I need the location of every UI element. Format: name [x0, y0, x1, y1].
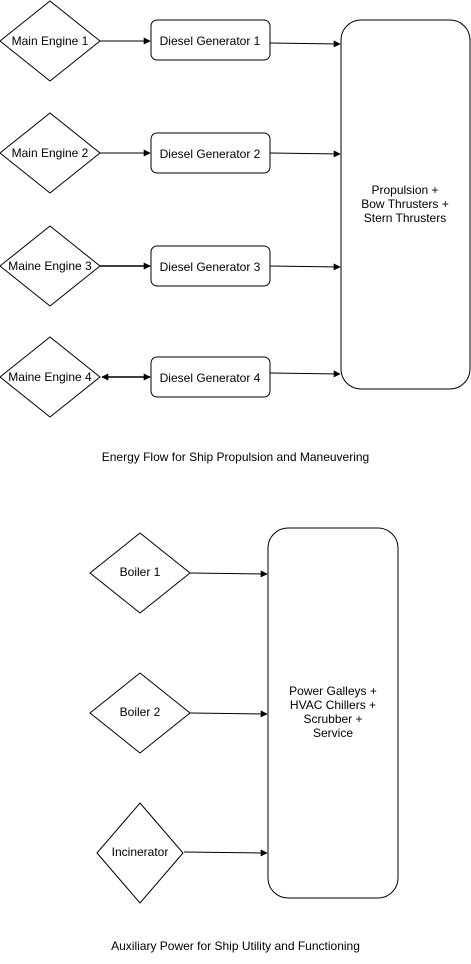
diesel-generator-2-label: Diesel Generator 2 [160, 147, 261, 161]
diesel-generator-3-label: Diesel Generator 3 [160, 260, 261, 274]
diesel-generator-2-node: Diesel Generator 2 [150, 132, 271, 174]
propulsion-caption: Energy Flow for Ship Propulsion and Mane… [101, 450, 370, 464]
propulsion-target-line-1: Propulsion + [371, 183, 438, 197]
main-engine-2-node: Main Engine 2 [0, 112, 101, 194]
boiler-1-label: Boiler 1 [120, 565, 161, 579]
arrow-generator-1-to-propulsion [269, 40, 341, 48]
auxiliary-target-line-2: HVAC Chillers + [290, 698, 376, 712]
diesel-generator-3-node: Diesel Generator 3 [150, 245, 271, 287]
propulsion-target-node: Propulsion + Bow Thrusters + Stern Thrus… [340, 19, 471, 390]
propulsion-target-line-2: Bow Thrusters + [361, 197, 448, 211]
arrow-generator-4-to-propulsion [269, 370, 341, 378]
incinerator-label: Incinerator [112, 845, 169, 859]
diesel-generator-4-label: Diesel Generator 4 [160, 371, 261, 385]
auxiliary-target-node: Power Galleys + HVAC Chillers + Scrubber… [267, 527, 399, 899]
arrow-boiler-1-to-services [189, 570, 268, 578]
incinerator-node: Incinerator [96, 802, 184, 904]
auxiliary-target-line-3: Scrubber + [303, 712, 362, 726]
boiler-2-label: Boiler 2 [120, 705, 161, 719]
arrow-boiler-2-to-services [189, 710, 268, 718]
propulsion-target-line-3: Stern Thrusters [364, 211, 446, 225]
diesel-generator-4-node: Diesel Generator 4 [150, 356, 271, 398]
main-engine-1-node: Main Engine 1 [0, 0, 101, 82]
boiler-2-node: Boiler 2 [89, 672, 191, 754]
auxiliary-target-line-4: Service [313, 726, 353, 740]
arrow-incinerator-to-services [183, 849, 268, 857]
main-engine-4-node: Maine Engine 4 [0, 336, 101, 418]
arrow-generator-3-to-propulsion [269, 263, 341, 271]
main-engine-4-label: Maine Engine 4 [8, 370, 92, 384]
diesel-generator-1-node: Diesel Generator 1 [150, 19, 271, 61]
auxiliary-caption: Auxiliary Power for Ship Utility and Fun… [111, 939, 360, 953]
main-engine-2-label: Main Engine 2 [12, 146, 89, 160]
main-engine-1-label: Main Engine 1 [12, 34, 89, 48]
boiler-1-node: Boiler 1 [89, 532, 191, 614]
auxiliary-target-line-1: Power Galleys + [289, 684, 377, 698]
diesel-generator-1-label: Diesel Generator 1 [160, 34, 261, 48]
main-engine-3-label: Maine Engine 3 [8, 259, 92, 273]
arrow-generator-2-to-propulsion [269, 150, 341, 158]
main-engine-3-node: Maine Engine 3 [0, 225, 101, 307]
